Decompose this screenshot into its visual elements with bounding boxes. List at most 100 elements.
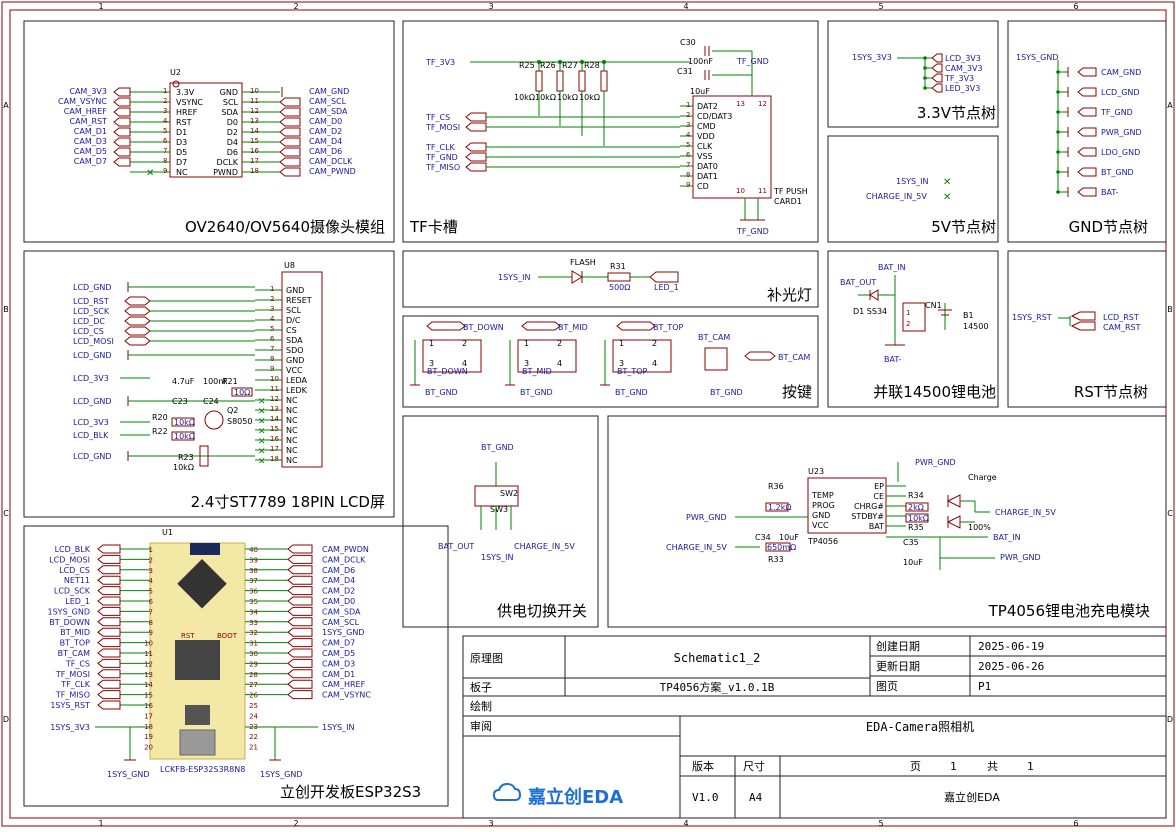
tf-pin-num: 2 <box>686 111 690 119</box>
node33-title: 3.3V节点树 <box>917 104 996 122</box>
battery-block[interactable]: BAT_IN BAT_OUT D1 SS34 1 2 CN1 B1 14500 … <box>827 250 999 408</box>
lcd-r22-value: 10kΩ <box>174 432 195 441</box>
tb-size-label: 尺寸 <box>743 759 765 773</box>
camera-module-block[interactable]: U2 3.3V1CAM_3V3VSYNC2CAM_VSYNCHREF3CAM_H… <box>23 20 395 243</box>
esp32-right-pin-num: 24 <box>249 712 258 720</box>
fill-res-value: 500Ω <box>609 283 630 292</box>
esp32-right-pin-num: 38 <box>249 567 258 575</box>
esp32-right-pin-num: 34 <box>249 608 258 616</box>
lcd-pin-num: 5 <box>270 325 274 333</box>
grid-col-label: 5 <box>878 2 883 11</box>
switch-left: BAT_OUT <box>438 542 474 551</box>
lcd-c23: C23 <box>172 397 188 406</box>
camera-right-net: CAM_D2 <box>309 127 342 136</box>
tf-resistor: R26 <box>540 61 556 70</box>
esp32-right-pin-num: 33 <box>249 619 258 627</box>
key-pin-num: 2 <box>557 339 562 348</box>
esp32-right-net: 1SYS_GND <box>322 628 364 637</box>
tp-led-full: 100% <box>968 523 991 532</box>
lcd-r21-value: 10Ω <box>234 388 250 397</box>
lcd-pin: VCC <box>286 366 303 375</box>
tp-r33: R33 <box>768 555 784 564</box>
esp32-left-pin-num: 3 <box>149 567 153 575</box>
switch-ref: SW2 <box>500 489 518 498</box>
fill-title: 补光灯 <box>767 286 812 304</box>
lcd-title: 2.4寸ST7789 18PIN LCD屏 <box>191 493 385 511</box>
camera-right-pin-num: 15 <box>250 137 259 145</box>
gnd-node-block[interactable]: 1SYS_GND CAM_GNDLCD_GNDTF_GNDPWR_GNDLDO_… <box>1007 20 1167 243</box>
grid-row-label: D <box>3 715 9 724</box>
lcd-pin: CS <box>286 326 297 335</box>
grid-col-label: 2 <box>293 2 298 11</box>
tb-size: A4 <box>749 791 763 804</box>
camera-right-net: CAM_SCL <box>309 97 347 106</box>
lcd-left-net: LCD_MOSI <box>73 337 114 346</box>
lcd-left-net: LCD_3V3 <box>73 418 109 427</box>
lcd-cap-c23-value: 4.7uF <box>172 377 195 386</box>
switch-right: CHARGE_IN_5V <box>514 542 575 551</box>
tp-right-pin: STDBY# <box>851 512 884 521</box>
tb-logo: 嘉立创EDA <box>527 786 623 808</box>
esp32-ref: U1 <box>162 528 173 537</box>
esp32-right-net: CAM_D5 <box>322 649 355 658</box>
node-5v-block[interactable]: 1SYS_IN CHARGE_IN_5V ✕ ✕ 5V节点树 <box>827 135 999 243</box>
tp-c34: C34 <box>755 533 771 542</box>
esp32-right-net: CAM_PWDN <box>322 545 369 554</box>
key-gnd-cam: BT_GND <box>710 388 743 397</box>
esp32-right-net: CAM_D7 <box>322 639 355 648</box>
esp32-left-pin-num: 4 <box>149 577 154 585</box>
fill-light-block[interactable]: 1SYS_IN FLASH R31 500Ω LED_1 补光灯 <box>402 250 819 308</box>
esp32-rst-label: RST <box>181 632 195 640</box>
camera-left-pin: D3 <box>176 138 187 147</box>
esp32-block[interactable]: U1 RST BOOT LCKFB-ESP32S3R8N8 1SYS_GND 1… <box>23 525 449 807</box>
tf-card1-label: CARD1 <box>774 197 802 206</box>
esp32-left-pin-num: 9 <box>149 629 153 637</box>
lcd-r20-value: 10kΩ <box>174 418 195 427</box>
rst-node-block[interactable]: 1SYS_RST LCD_RST CAM_RST RST节点树 <box>1007 250 1167 408</box>
key-net-bottom: BT_TOP <box>617 367 648 376</box>
power-switch-block[interactable]: BT_GND SW2 SW3 BAT_OUT 1SYS_IN CHARGE_IN… <box>402 415 599 628</box>
grid-col-label: 6 <box>1073 2 1078 11</box>
camera-right-pin-num: 13 <box>250 117 259 125</box>
tf-cap-c30-value: 100nF <box>688 57 713 66</box>
grid-row-label: C <box>3 509 9 518</box>
lcd-pin-num: 2 <box>270 295 274 303</box>
lcd-pin-num: 13 <box>270 405 279 413</box>
lcd-pin: D/C <box>286 316 301 325</box>
camera-left-net: CAM_D5 <box>74 147 107 156</box>
node33-net: TF_3V3 <box>944 74 974 83</box>
tb-schematic-label: 原理图 <box>470 652 503 665</box>
tp-c34-value: 10uF <box>779 533 799 542</box>
lcd-left-net: LCD_GND <box>73 397 112 406</box>
lcd-pin: SCL <box>286 306 302 315</box>
tb-version-label: 版本 <box>692 759 714 773</box>
esp32-left-pin-num: 5 <box>149 588 153 596</box>
tp4056-block[interactable]: PWR_GND U23 TP4056 TEMPPROGGNDVCCEPCECHR… <box>607 415 1167 628</box>
esp32-right-pin-num: 32 <box>249 629 258 637</box>
tf-pin-num: 8 <box>686 171 690 179</box>
camera-left-pin-num: 1 <box>163 87 167 95</box>
camera-left-net: CAM_HREF <box>64 107 108 116</box>
lcd-pin-num: 7 <box>270 345 274 353</box>
lcd-left-net: LCD_RST <box>73 297 109 306</box>
camera-left-pin-num: 9 <box>163 167 167 175</box>
esp32-right-net: CAM_D3 <box>322 659 355 668</box>
esp32-left-pin-num: 16 <box>144 702 153 710</box>
fill-led: FLASH <box>570 258 596 267</box>
grid-col-label: 1 <box>98 2 103 11</box>
lcd-block[interactable]: U8 GND1RESET2SCL3D/C4CS5SDA6SDO7GND8VCC9… <box>23 250 395 518</box>
lcd-pin: NC <box>286 396 298 405</box>
tb-page-text: 页 <box>910 760 921 773</box>
tp-r34-value: 2kΩ <box>908 503 924 512</box>
key-pin-num: 4 <box>462 359 467 368</box>
lcd-pin: GND <box>286 286 304 295</box>
esp32-left-pin-num: 8 <box>149 619 153 627</box>
lcd-left-net: LCD_DC <box>73 317 105 326</box>
lcd-q2: Q2 <box>227 406 238 415</box>
tp-r36: R36 <box>768 482 784 491</box>
